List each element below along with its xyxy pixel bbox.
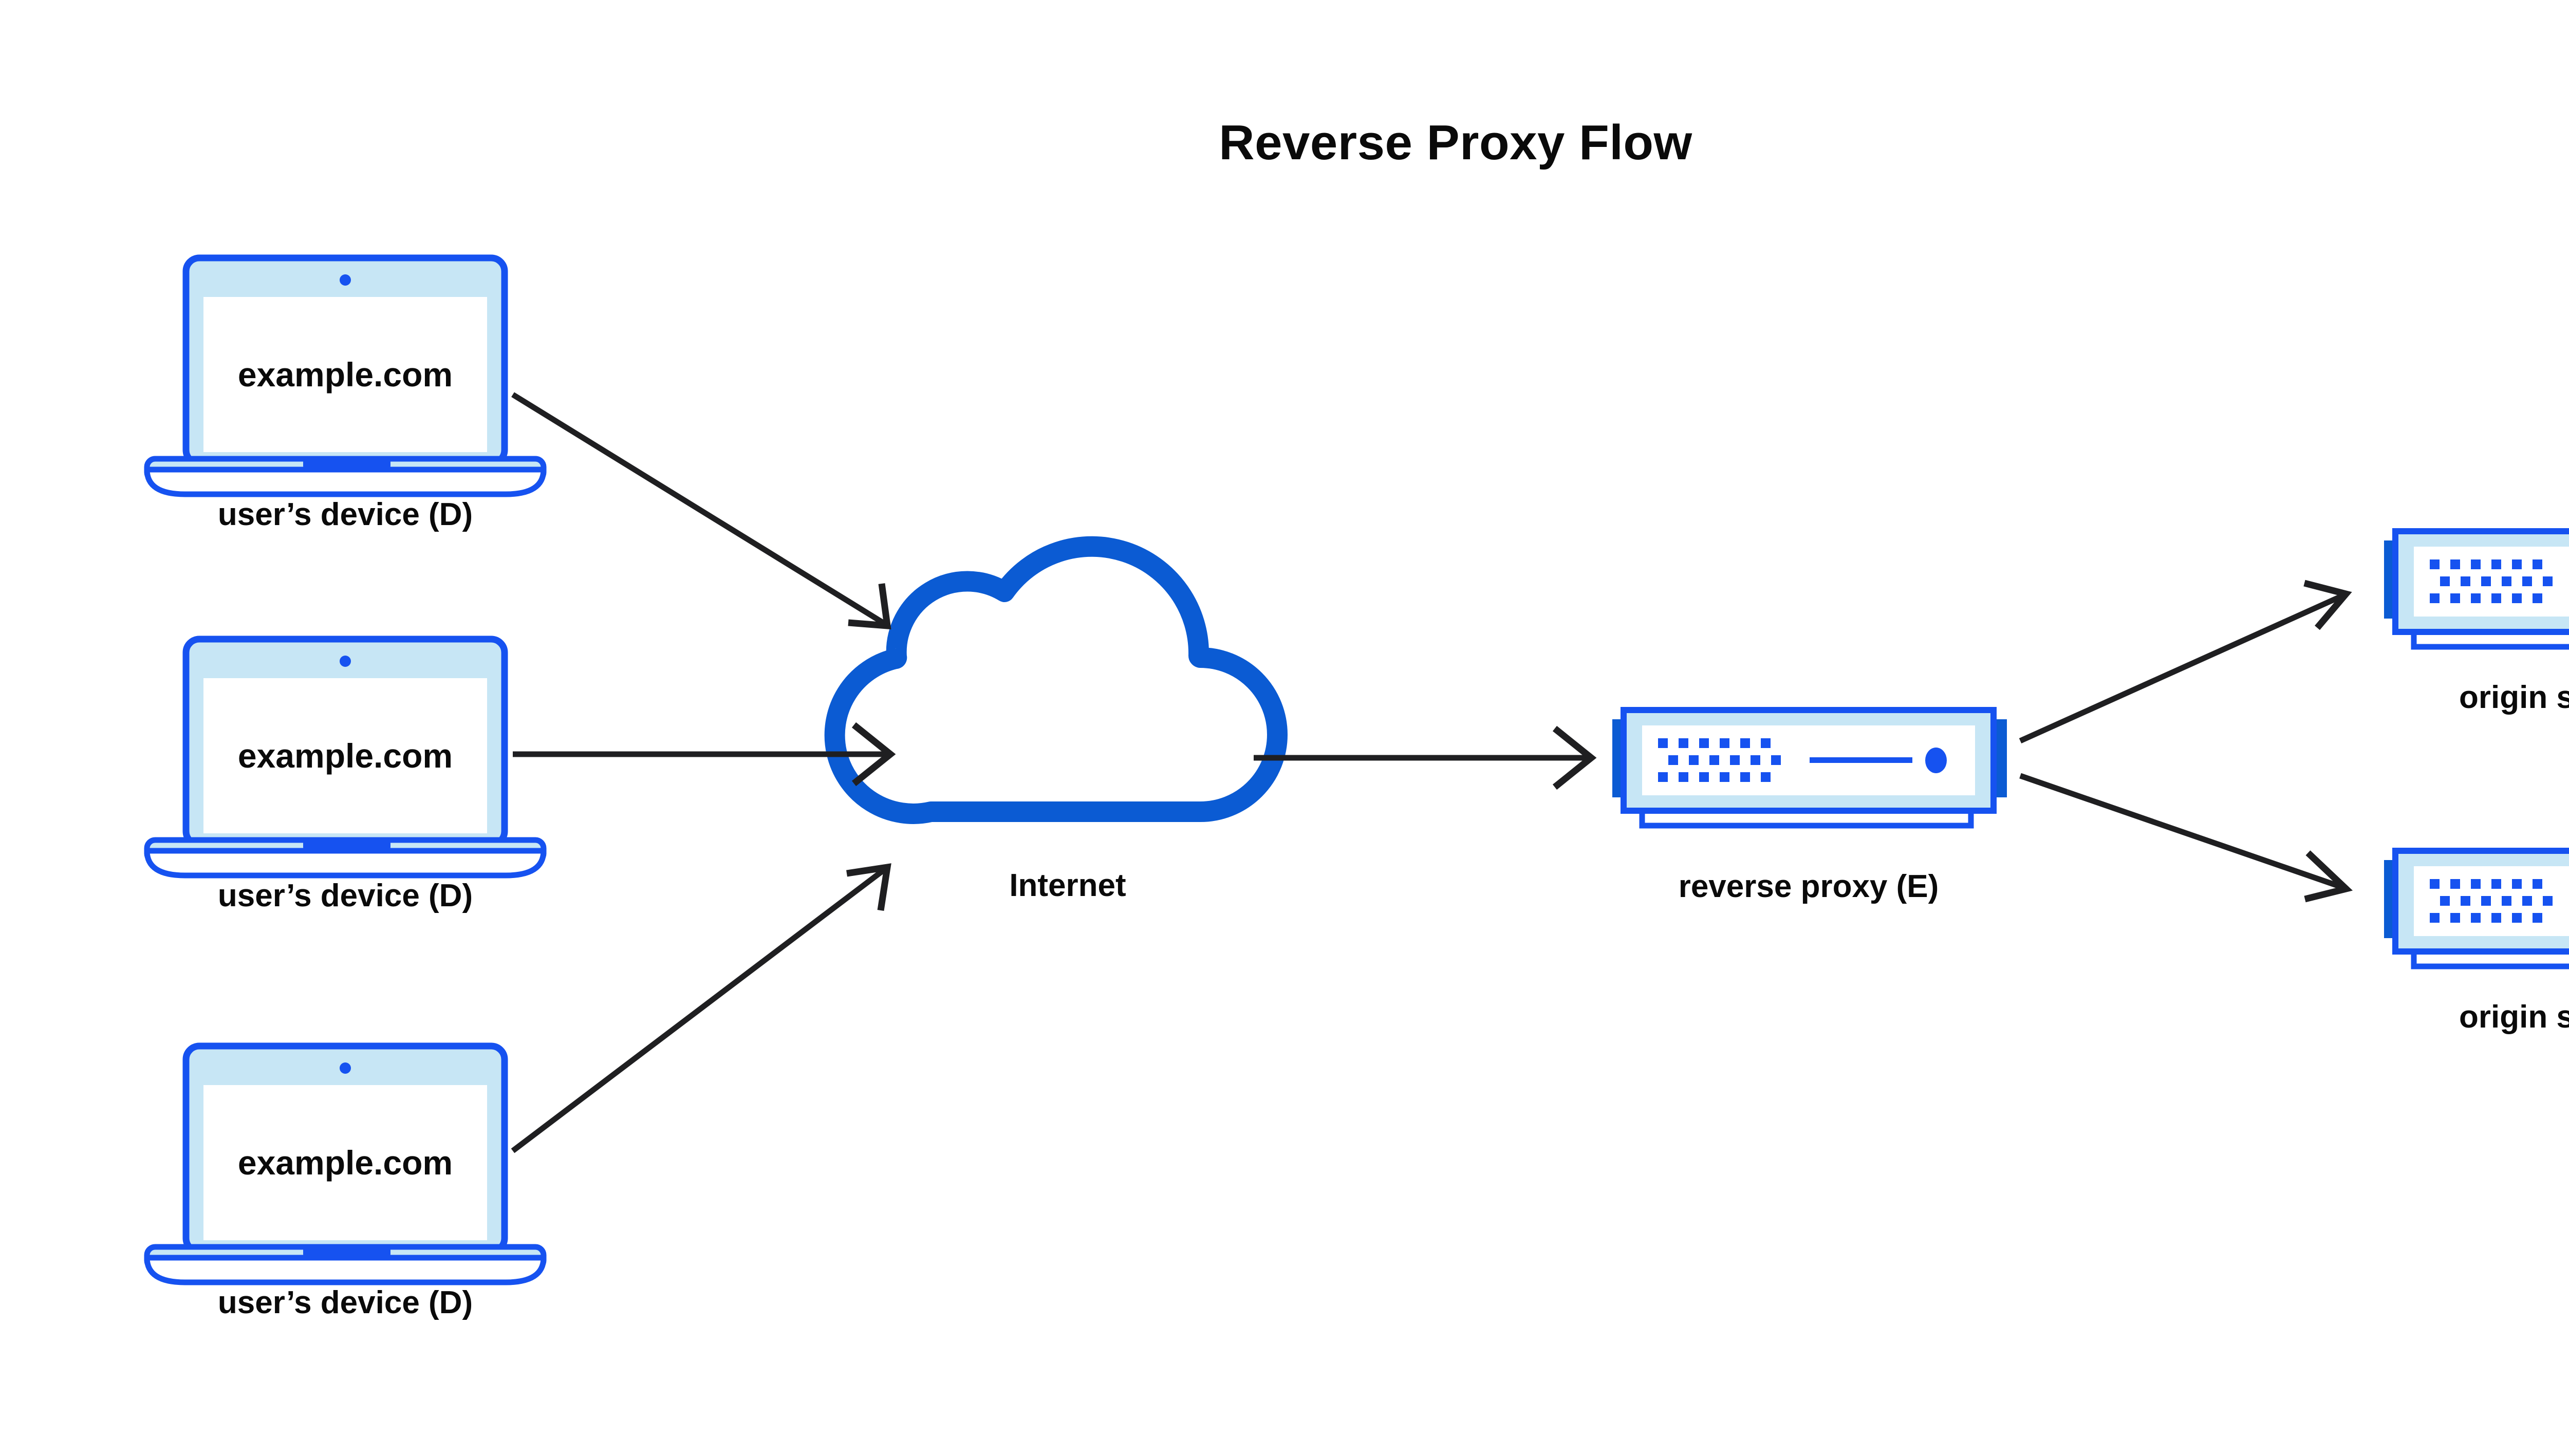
webcam-icon [340,1062,351,1074]
laptop-screen-text: example.com [238,356,453,394]
server-icon[interactable] [2384,528,2569,650]
server-vent-grid [1658,738,1781,782]
laptop-trackpad-notch [303,840,390,850]
edge-proxy-origin2 [2019,773,2353,903]
webcam-icon [340,274,351,286]
laptop-base-lip [144,466,547,497]
server-status-led [1925,748,1947,773]
laptop-label: user’s device (D) [218,497,473,532]
server-icon[interactable] [1612,707,2007,829]
laptop-screen-text: example.com [238,737,453,775]
cloud-icon[interactable] [824,536,1288,824]
server-vent-grid [2430,559,2553,603]
internet-label: Internet [1009,868,1126,903]
laptop-base-lip [144,1255,547,1285]
webcam-icon [340,656,351,667]
laptop-icon[interactable]: example.com [144,254,547,497]
origin-server-label: origin server (F) [2459,999,2569,1035]
laptop-trackpad-notch [303,1247,390,1257]
laptop-screen [203,1085,487,1240]
server-status-line [1810,757,1912,763]
laptop-screen [203,297,487,452]
laptop-label: user’s device (D) [218,1285,473,1320]
page-title: Reverse Proxy Flow [1219,115,1692,170]
edge-device3-internet [511,863,891,1153]
laptop-trackpad-notch [303,459,390,469]
edge-proxy-origin1 [2019,580,2352,744]
laptop-label: user’s device (D) [218,878,473,913]
laptop-screen-text: example.com [238,1144,453,1182]
laptop-base-lip [144,848,547,879]
origin-server-label: origin server (F) [2459,680,2569,715]
laptop-icon[interactable]: example.com [144,636,547,879]
edge-device1-internet [511,392,891,630]
edge-device2-internet [513,722,896,787]
cloud-shape [824,536,1288,824]
laptop-icon[interactable]: example.com [144,1042,547,1285]
server-vent-grid [2430,879,2553,923]
server-icon[interactable] [2384,848,2569,969]
edge-internet-proxy [1254,725,1597,790]
reverse-proxy-label: reverse proxy (E) [1679,869,1939,904]
laptop-screen [203,678,487,833]
